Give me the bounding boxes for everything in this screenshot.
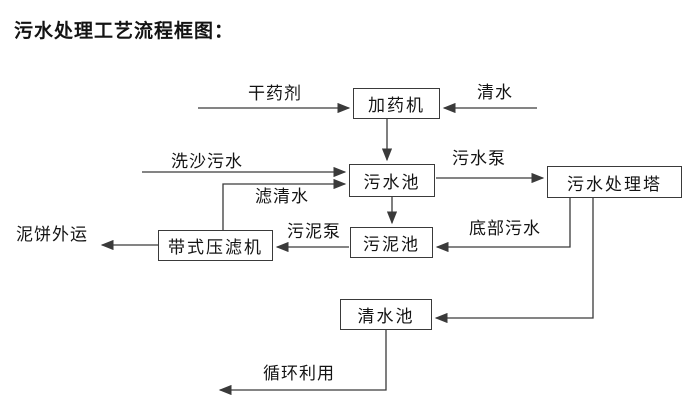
flow-node-clean-water-pool: 清水池 (340, 299, 432, 330)
flow-label-sludge-pump: 污泥泵 (287, 222, 341, 241)
flow-node-sludge-pool: 污泥池 (350, 227, 433, 258)
flow-label-clean-water: 清水 (477, 83, 513, 102)
flow-arrow-clean-pool-to-recycle (218, 330, 387, 396)
flow-label-filtered-water: 滤清水 (255, 187, 309, 206)
flow-node-treatment-tower: 污水处理塔 (547, 166, 682, 198)
flow-node-dosing-machine: 加药机 (353, 88, 440, 119)
flow-node-sewage-pool: 污水池 (349, 164, 435, 197)
flow-arrow-tower-to-sludge-pool (435, 198, 571, 253)
page-title: 污水处理工艺流程框图： (14, 21, 235, 42)
flow-label-mud-cake-out: 泥饼外运 (16, 225, 88, 244)
flow-arrow-tower-to-clean-pool (434, 198, 594, 324)
flow-label-bottom-sewage: 底部污水 (469, 219, 541, 238)
flow-label-dry-agent: 干药剂 (248, 84, 302, 103)
flow-label-sewage-pump: 污水泵 (452, 149, 506, 168)
flow-label-recycle-use: 循环利用 (263, 364, 335, 383)
flow-node-belt-filter-press: 带式压滤机 (158, 230, 273, 261)
flow-label-sand-washing-sewage: 洗沙污水 (171, 152, 243, 171)
flow-arrow-filtered-water-to-sewage-pool (222, 178, 347, 230)
